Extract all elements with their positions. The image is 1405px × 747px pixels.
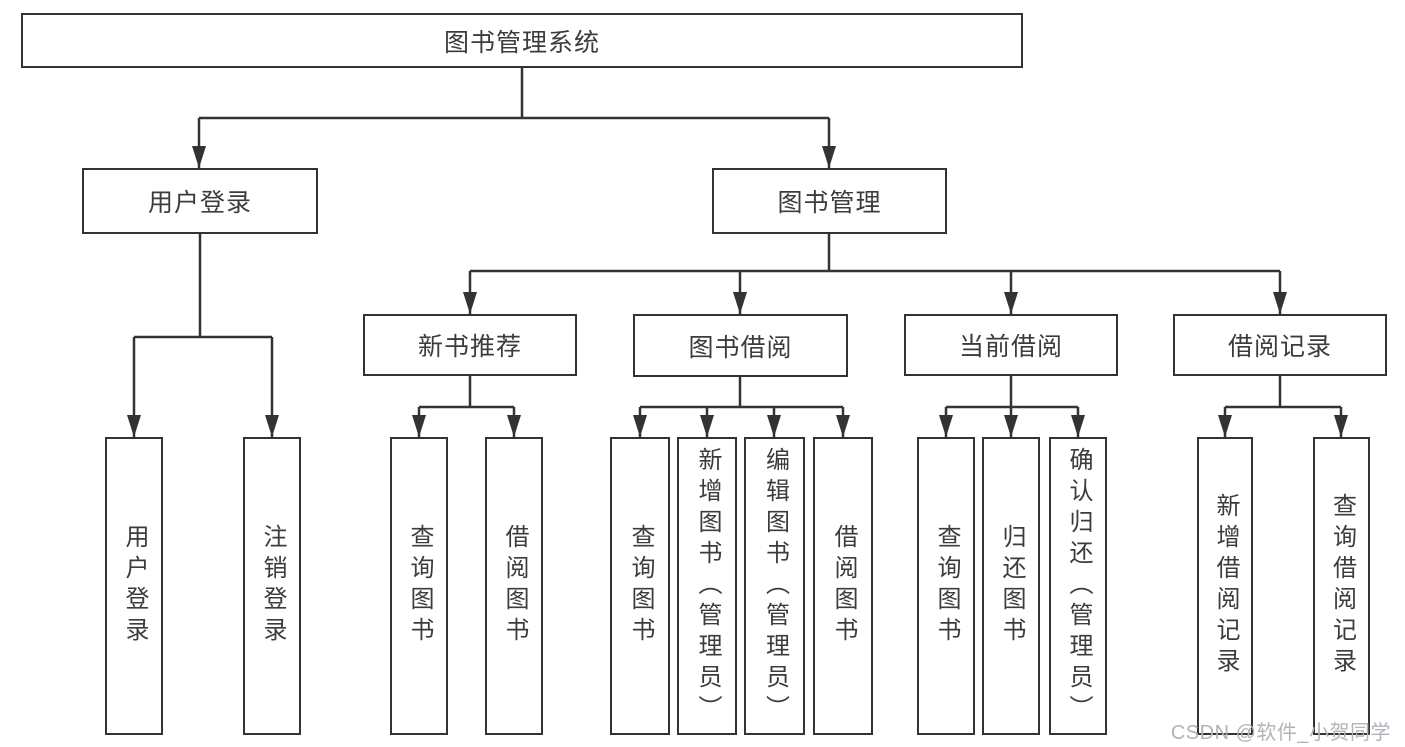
node-label: 查询借阅记录 xyxy=(1328,493,1356,679)
node-label: 图书借阅 xyxy=(688,333,793,362)
node-current-borrowing: 当前借阅 xyxy=(904,314,1118,376)
node-label: 编辑图书（管理员） xyxy=(761,446,789,726)
node-user-login: 用户登录 xyxy=(82,168,318,234)
node-label: 确认归还（管理员） xyxy=(1065,446,1092,726)
node-label: 借阅图书 xyxy=(501,524,528,648)
leaf-query-books-current: 查询图书 xyxy=(917,437,975,735)
node-library-management-system: 图书管理系统 xyxy=(21,13,1023,68)
leaf-confirm-return-admin: 确认归还（管理员） xyxy=(1049,437,1107,735)
leaf-borrow-books-newbook: 借阅图书 xyxy=(485,437,543,735)
node-label: 图书管理 xyxy=(777,189,882,217)
node-label: 新增图书（管理员） xyxy=(694,446,721,726)
node-label: 用户登录 xyxy=(147,189,252,217)
leaf-add-books-admin: 新增图书（管理员） xyxy=(677,437,737,735)
csdn-watermark: CSDN @软件_小贺同学 xyxy=(1170,722,1391,744)
node-label: 新书推荐 xyxy=(417,333,522,361)
node-label: 用户登录 xyxy=(121,524,148,648)
leaf-query-books-borrowing: 查询图书 xyxy=(610,437,670,735)
leaf-add-borrow-record: 新增借阅记录 xyxy=(1197,437,1253,735)
node-book-management: 图书管理 xyxy=(712,168,947,234)
edge-root-to-level2 xyxy=(192,68,836,168)
leaf-logout-login: 注销登录 xyxy=(243,437,301,735)
leaf-return-books: 归还图书 xyxy=(982,437,1040,735)
leaf-query-books-newbook: 查询图书 xyxy=(390,437,448,735)
edge-book-mgmt-to-level3 xyxy=(463,234,1287,314)
edge-book-borrow-to-leaves xyxy=(633,377,850,437)
node-label: 借阅记录 xyxy=(1227,333,1332,361)
node-label: 查询图书 xyxy=(933,524,960,648)
node-book-borrowing: 图书借阅 xyxy=(633,314,848,377)
node-label: 注销登录 xyxy=(259,524,286,648)
leaf-borrow-books: 借阅图书 xyxy=(813,437,873,735)
edge-current-borrow-to-leaves xyxy=(939,376,1085,437)
node-label: 图书管理系统 xyxy=(443,28,600,57)
edge-new-book-to-leaves xyxy=(412,376,521,437)
leaf-query-borrow-record: 查询借阅记录 xyxy=(1313,437,1370,735)
node-label: 查询图书 xyxy=(627,524,654,648)
node-label: 新增借阅记录 xyxy=(1212,493,1239,679)
node-label: 归还图书 xyxy=(998,524,1025,648)
edge-user-login-to-leaves xyxy=(127,234,279,437)
node-new-book-recommendation: 新书推荐 xyxy=(363,314,577,376)
leaf-edit-books-admin: 编辑图书（管理员） xyxy=(744,437,805,735)
node-borrowing-records: 借阅记录 xyxy=(1173,314,1387,376)
node-label: 借阅图书 xyxy=(830,524,857,648)
edge-borrow-record-to-leaves xyxy=(1218,376,1348,437)
node-label: 查询图书 xyxy=(406,524,433,648)
leaf-user-login: 用户登录 xyxy=(105,437,163,735)
node-label: 当前借阅 xyxy=(958,333,1063,361)
